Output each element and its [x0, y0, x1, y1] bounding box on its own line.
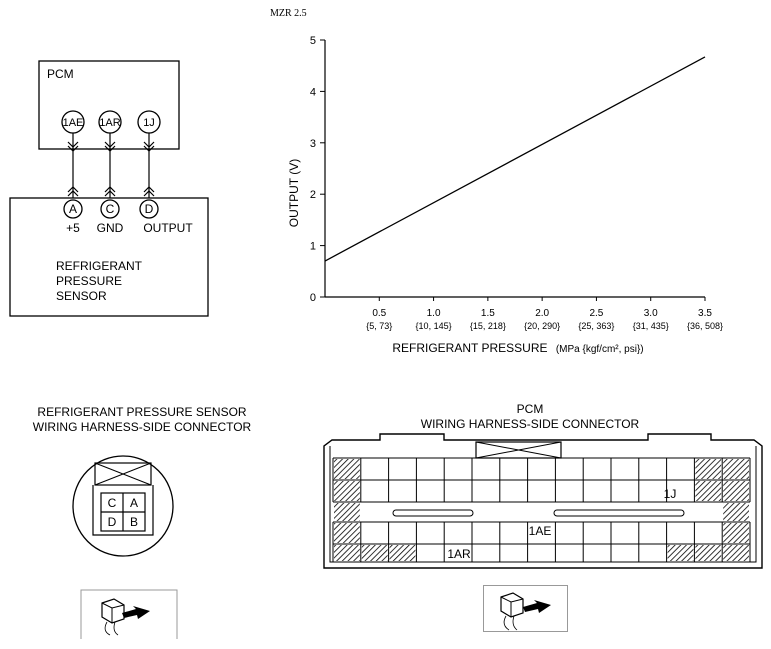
blocked-cavity — [695, 545, 722, 561]
x-tick-label: 1.0 — [427, 308, 441, 319]
x-tick-label: 3.0 — [644, 308, 658, 319]
sensor-pin-d: D — [139, 199, 159, 219]
svg-text:A: A — [69, 202, 77, 216]
svg-text:1AR: 1AR — [99, 117, 120, 129]
x-tick-sublabel: {31, 435} — [633, 321, 669, 331]
sensor-connector: C A D B — [72, 455, 174, 557]
sensor-name-line-1: REFRIGERANT — [56, 259, 143, 273]
blocked-cavity — [334, 503, 360, 521]
pcm-connector-title-line-2: WIRING HARNESS-SIDE CONNECTOR — [420, 417, 640, 431]
pcm-terminal-label-1j: 1J — [664, 487, 677, 501]
pcm-label: PCM — [47, 67, 74, 81]
blocked-cavity — [334, 481, 360, 501]
svg-text:C: C — [106, 202, 115, 216]
chart-x-axis-label: REFRIGERANT PRESSURE (MPa {kgf/cm², psi}… — [392, 341, 643, 355]
sensor-connector-title-line-1: REFRIGERANT PRESSURE SENSOR — [37, 405, 247, 419]
blocked-cavity — [723, 481, 749, 501]
x-tick-label: 1.5 — [481, 308, 495, 319]
view-direction-icon-right — [483, 585, 568, 632]
x-tick-label: 3.5 — [698, 308, 712, 319]
terminal-a: A — [130, 496, 138, 510]
sensor-pin-a: A — [63, 199, 83, 219]
blocked-cavity — [695, 481, 722, 501]
sensor-name-line-3: SENSOR — [56, 289, 107, 303]
blocked-cavity — [695, 459, 722, 479]
terminal-d: D — [108, 515, 117, 529]
model-label: MZR 2.5 — [270, 8, 307, 19]
blocked-cavity — [334, 545, 360, 561]
chart-axes — [324, 40, 705, 298]
pin-function-gnd: GND — [97, 221, 124, 235]
blocked-cavity — [723, 503, 749, 521]
chart-y-axis-label: OUTPUT (V) — [287, 159, 301, 227]
wires — [67, 133, 155, 198]
sensor-pin-c: C — [100, 199, 120, 219]
y-tick-label: 5 — [310, 35, 316, 47]
pcm-pin-1j: 1J — [137, 110, 161, 134]
svg-text:1J: 1J — [143, 117, 155, 129]
y-tick-label: 2 — [310, 189, 316, 201]
blocked-cavity — [334, 523, 360, 543]
pcm-terminal-grid — [332, 457, 751, 563]
sensor-name-line-2: PRESSURE — [56, 274, 122, 288]
y-tick-label: 1 — [310, 241, 316, 253]
pin-function-plus5: +5 — [66, 221, 80, 235]
blocked-cavity — [334, 459, 360, 479]
terminal-b: B — [130, 515, 138, 529]
y-tick-label: 0 — [310, 292, 316, 304]
pcm-connector: 1J 1AE 1AR — [323, 433, 763, 569]
blocked-cavity — [389, 545, 416, 561]
blocked-cavity — [723, 523, 749, 543]
terminal-c: C — [108, 496, 117, 510]
series-line-0 — [324, 56, 706, 262]
x-tick-sublabel: {20, 290} — [524, 321, 560, 331]
pcm-pin-1ar: 1AR — [98, 110, 122, 134]
pcm-connector-title-line-1: PCM — [516, 402, 544, 416]
pcm-box — [38, 60, 180, 150]
y-tick-label: 3 — [310, 138, 316, 150]
x-tick-label: 0.5 — [372, 308, 386, 319]
pcm-pin-1ae: 1AE — [61, 110, 85, 134]
x-tick-label: 2.5 — [589, 308, 603, 319]
y-tick-label: 4 — [310, 86, 316, 98]
chart-ticks: 0 1 2 3 4 5 0.5 {5, 73} 1.0 {10, 145} 1.5 {15, 218}… — [310, 35, 723, 331]
x-tick-sublabel: {36, 508} — [687, 321, 723, 331]
blocked-cavity — [667, 545, 694, 561]
svg-text:D: D — [145, 202, 154, 216]
x-tick-sublabel: {15, 218} — [470, 321, 506, 331]
wiring-diagram: PCM 1AE 1AR 1J A C D +5 G — [9, 60, 209, 317]
x-tick-label: 2.0 — [535, 308, 549, 319]
pcm-connector-title: PCM WIRING HARNESS-SIDE CONNECTOR — [380, 402, 680, 432]
blocked-cavity — [723, 545, 749, 561]
sensor-connector-title-line-2: WIRING HARNESS-SIDE CONNECTOR — [32, 420, 252, 434]
chart-x-axis-label-unit: (MPa {kgf/cm², psi}) — [556, 344, 644, 355]
pcm-terminal-label-1ae: 1AE — [529, 524, 552, 538]
svg-text:1AE: 1AE — [63, 117, 84, 129]
output-chart: 0 1 2 3 4 5 0.5 {5, 73} 1.0 {10, 145} 1.5 {15, 218}… — [287, 35, 723, 355]
connector-latch — [94, 462, 152, 486]
x-tick-sublabel: {10, 145} — [416, 321, 452, 331]
pin-function-output: OUTPUT — [143, 221, 193, 235]
chart-x-axis-label-main: REFRIGERANT PRESSURE — [392, 341, 547, 355]
sensor-box — [9, 197, 209, 317]
blocked-cavity — [361, 545, 388, 561]
pcm-terminal-label-1ar: 1AR — [447, 547, 471, 561]
blocked-cavity — [723, 459, 749, 479]
x-tick-sublabel: {5, 73} — [366, 321, 392, 331]
connector-shell — [323, 433, 763, 569]
view-direction-icon-left — [80, 589, 178, 639]
sensor-connector-title: REFRIGERANT PRESSURE SENSOR WIRING HARNE… — [2, 405, 282, 435]
chart-series — [324, 56, 706, 262]
x-tick-sublabel: {25, 363} — [578, 321, 614, 331]
